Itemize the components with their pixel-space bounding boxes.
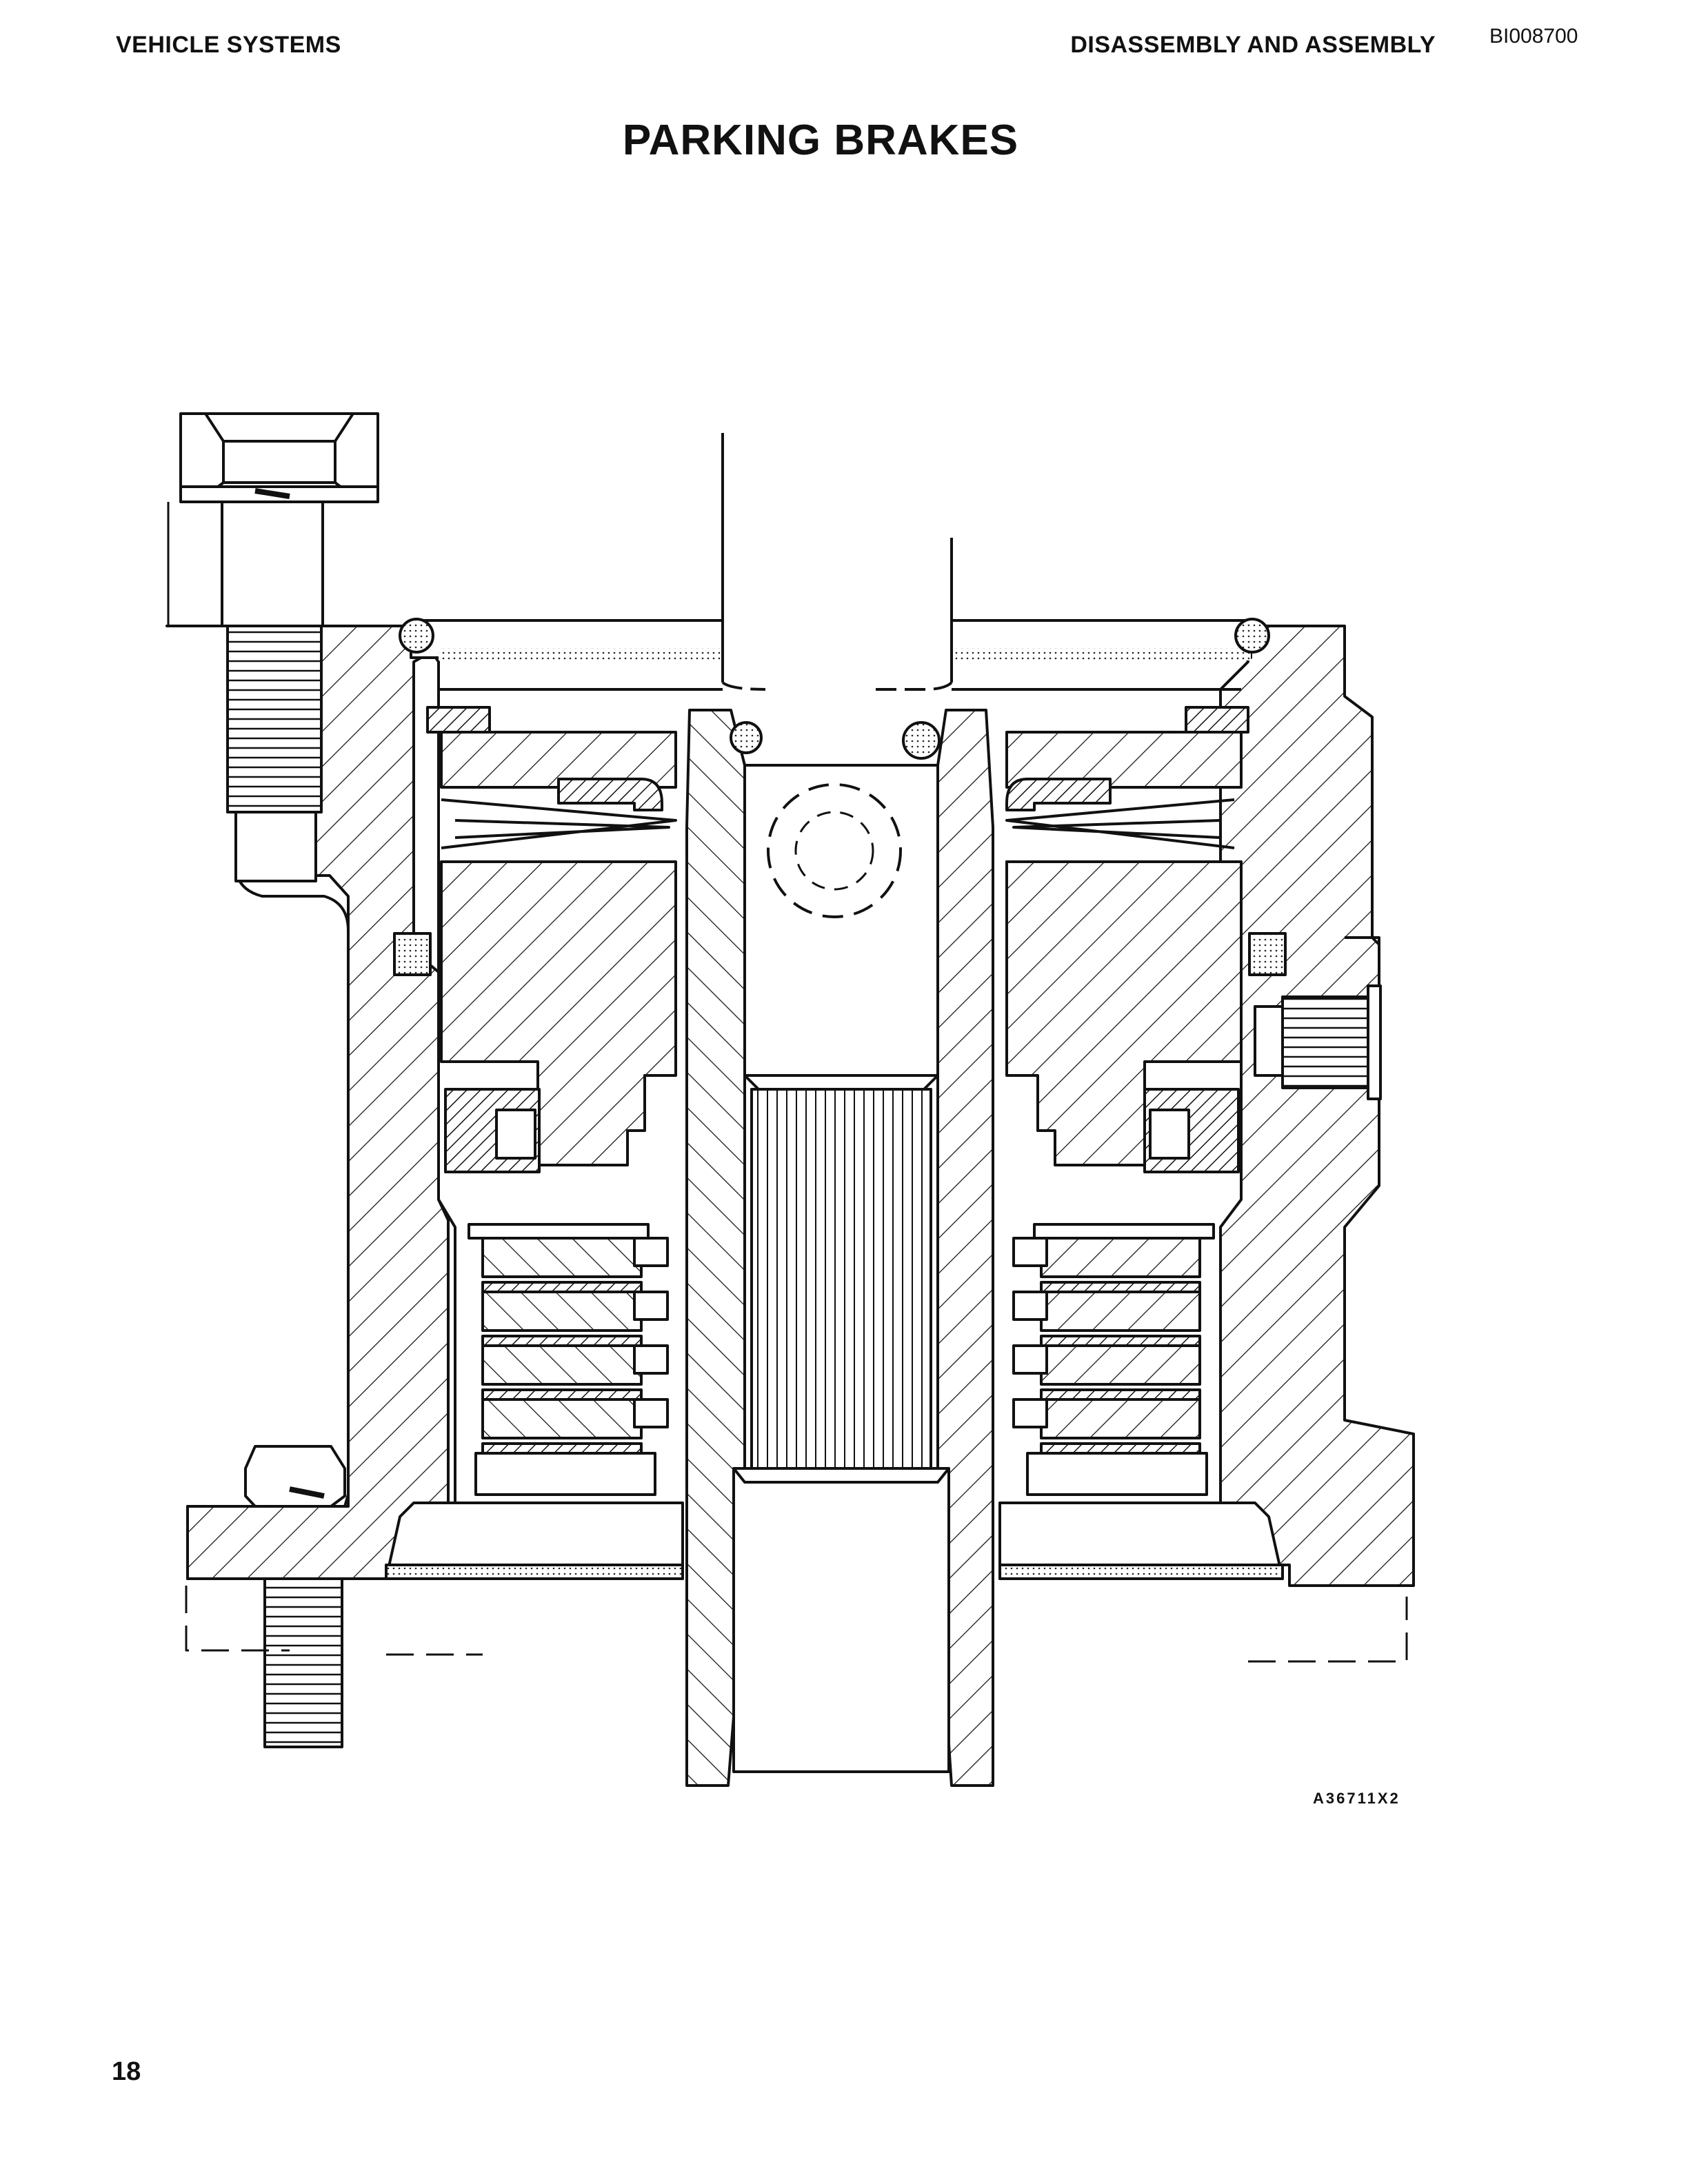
document-code: BI008700 [1489, 25, 1578, 48]
header-chapter-label: DISASSEMBLY AND ASSEMBLY [1070, 32, 1436, 58]
figure-reference-code: A36711X2 [1313, 1790, 1400, 1807]
page-number: 18 [112, 2057, 141, 2086]
page-title: PARKING BRAKES [622, 117, 1019, 164]
header-section-label: VEHICLE SYSTEMS [116, 32, 341, 58]
